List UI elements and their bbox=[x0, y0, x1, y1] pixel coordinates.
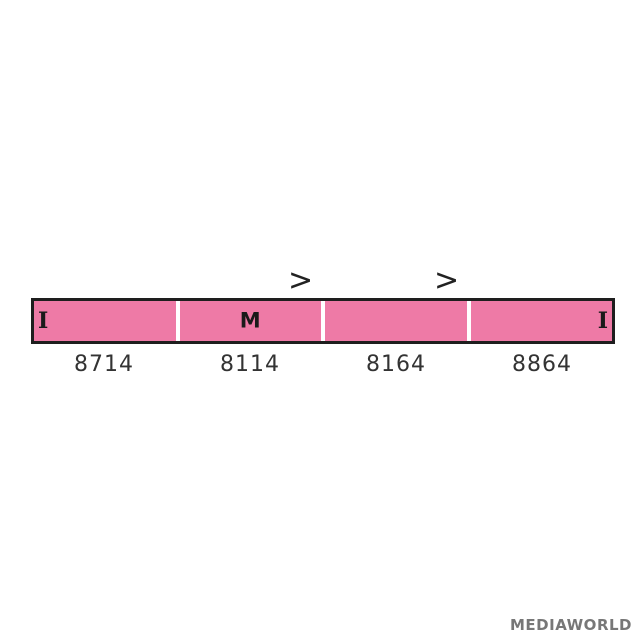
train-body: I M I bbox=[31, 298, 615, 344]
car-1: I bbox=[34, 301, 176, 341]
car-number-row: 8714 8114 8164 8864 bbox=[31, 352, 615, 377]
car-2: M bbox=[175, 301, 322, 341]
pantograph-marker: > bbox=[434, 263, 460, 298]
pantograph-marker: > bbox=[288, 263, 314, 298]
car-number: 8114 bbox=[220, 352, 280, 377]
car-number: 8864 bbox=[512, 352, 572, 377]
car-mark: M bbox=[239, 308, 261, 333]
car-mark: I bbox=[597, 308, 608, 334]
car-number: 8164 bbox=[366, 352, 426, 377]
watermark-logo: MEDIAWORLD bbox=[510, 616, 632, 634]
car-4: I bbox=[466, 301, 613, 341]
car-3 bbox=[321, 301, 467, 341]
car-number: 8714 bbox=[74, 352, 134, 377]
car-mark: I bbox=[38, 308, 49, 334]
